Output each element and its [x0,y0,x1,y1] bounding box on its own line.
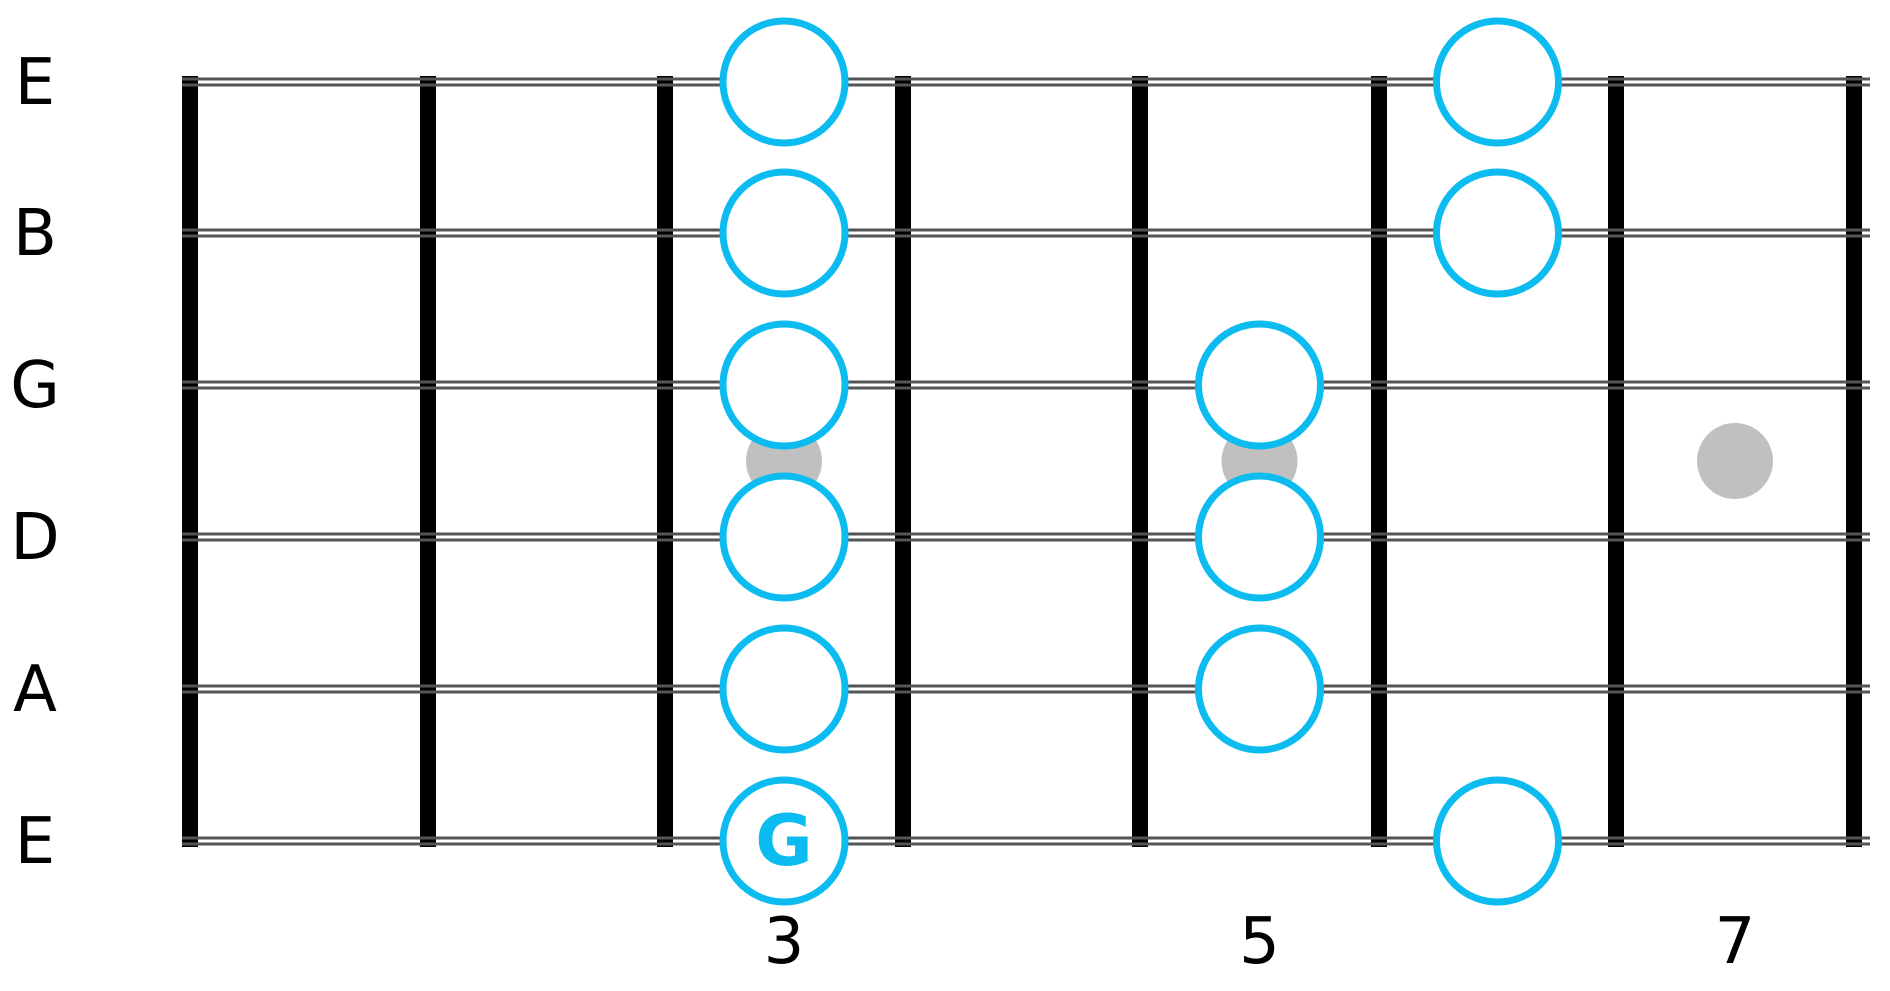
note-string-2-fret-3 [719,168,849,298]
note-string-3-fret-3 [719,320,849,450]
inlay-dot-fret-7 [1697,423,1773,499]
string-label-4: D [10,501,59,575]
fret-wire-6 [1608,76,1624,847]
fret-wire-1 [420,76,436,847]
note-string-5-fret-5 [1195,624,1324,754]
string-labels: E B G D A E [10,46,60,879]
note-string-3-fret-5 [1195,320,1324,450]
fret-wire-5 [1371,76,1387,847]
fret-wire-3 [895,76,911,847]
string-1 [182,77,1870,87]
fret-wire-4 [1132,76,1148,847]
string-label-5: A [13,653,57,727]
note-string-6-fret-3: G [719,776,849,906]
string-2 [182,228,1870,238]
fret-number-labels: 3 5 7 [764,905,1756,979]
fret-number-5: 5 [1239,905,1280,979]
string-label-1: E [15,46,55,120]
string-5 [182,684,1870,694]
note-string-4-fret-3 [719,472,849,602]
string-label-3: G [10,349,60,423]
note-string-4-fret-5 [1195,472,1324,602]
note-string-1-fret-6 [1433,17,1562,147]
fret-wire-7 [1846,76,1862,847]
note-string-6-fret-6 [1433,776,1562,906]
fret-number-3: 3 [764,905,805,979]
note-string-5-fret-3 [719,624,849,754]
string-6 [182,836,1870,846]
string-3 [182,380,1870,390]
string-4 [182,532,1870,542]
fret-number-7: 7 [1715,905,1756,979]
scale-notes: G [719,17,1562,906]
fret-wire-0 [182,76,198,847]
guitar-strings [182,77,1870,846]
fret-wires [182,76,1862,847]
root-note-label: G [755,800,812,882]
note-string-2-fret-6 [1433,168,1562,298]
string-label-6: E [15,805,55,879]
note-string-1-fret-3 [719,17,849,147]
string-label-2: B [13,197,57,271]
fret-wire-2 [657,76,673,847]
